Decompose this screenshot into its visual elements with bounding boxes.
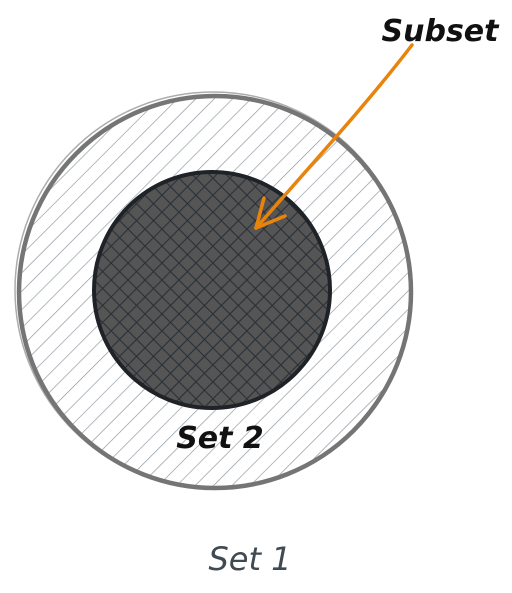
set-2-label: Set 2: [176, 421, 264, 456]
subset-arrow: [254, 43, 414, 230]
set-1-label: Set 1: [208, 540, 291, 578]
set-2-circle: [92, 170, 332, 410]
subset-label: Subset: [382, 14, 501, 49]
